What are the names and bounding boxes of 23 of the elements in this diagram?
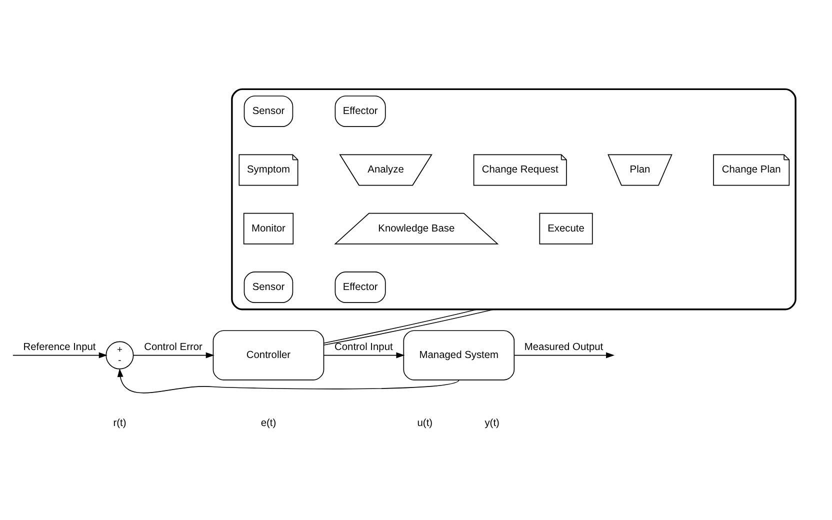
cluster bbox=[231, 88, 796, 310]
node-box: Effector bbox=[334, 95, 386, 127]
label: r(t) bbox=[113, 417, 126, 428]
arrow bbox=[133, 352, 214, 358]
arrow bbox=[12, 352, 108, 358]
arrow bbox=[117, 368, 460, 393]
node-circle: + - bbox=[106, 340, 134, 369]
node-box: Sensor bbox=[244, 271, 294, 302]
arrow bbox=[323, 352, 405, 358]
node-box: Execute bbox=[539, 212, 593, 244]
label: u(t) bbox=[417, 417, 433, 428]
node-box: Controller bbox=[212, 330, 324, 380]
edge-label: Reference Input bbox=[23, 341, 96, 352]
node-box: Effector bbox=[334, 271, 386, 302]
label: y(t) bbox=[484, 417, 500, 428]
arrow bbox=[514, 352, 615, 358]
label: e(t) bbox=[260, 417, 276, 428]
edge-label: Control Error bbox=[144, 341, 202, 352]
edge-label: Measured Output bbox=[524, 341, 604, 352]
edge-label: Control Input bbox=[334, 341, 393, 352]
node-box: Managed System bbox=[403, 330, 515, 380]
node-box: Monitor bbox=[243, 212, 294, 244]
node-box: Sensor bbox=[244, 95, 294, 127]
